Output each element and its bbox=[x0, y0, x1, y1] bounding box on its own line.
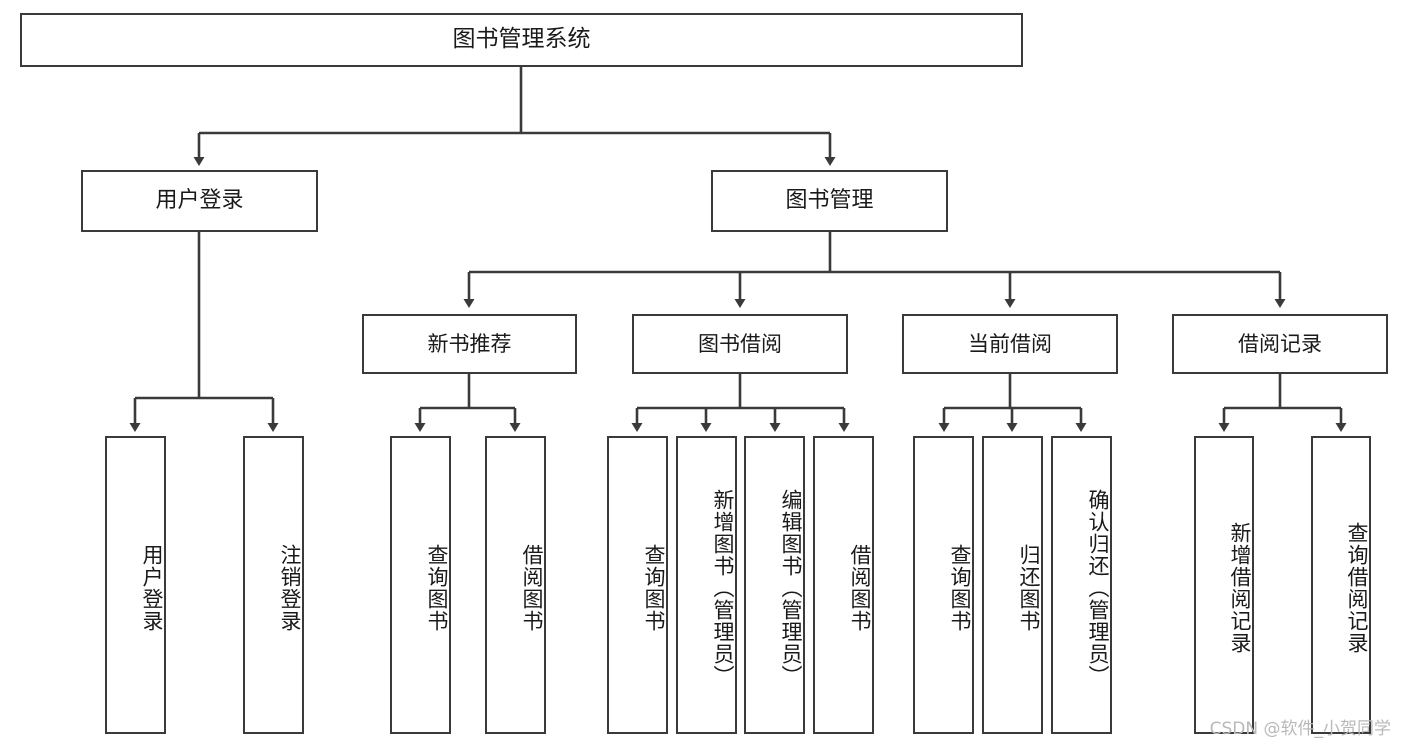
leaf-logout-label: 注销登录 bbox=[278, 544, 302, 632]
watermark: CSDN @软件_小贺同学 bbox=[1209, 719, 1391, 739]
node-book-borrow-label: 图书借阅 bbox=[698, 331, 782, 356]
node-borrow-record-label: 借阅记录 bbox=[1238, 331, 1322, 356]
leaf-user-login[interactable]: 用户登录 bbox=[105, 436, 166, 734]
node-root[interactable]: 图书管理系统 bbox=[20, 13, 1023, 67]
leaf-query-record[interactable]: 查询借阅记录 bbox=[1311, 436, 1371, 734]
leaf-return-book[interactable]: 归还图书 bbox=[982, 436, 1043, 734]
node-user-login-label: 用户登录 bbox=[155, 188, 244, 214]
leaf-add-record-label: 新增借阅记录 bbox=[1228, 522, 1252, 654]
leaf-query-book-3-label: 查询图书 bbox=[948, 544, 972, 632]
leaf-query-book-1[interactable]: 查询图书 bbox=[390, 436, 451, 734]
node-borrow-record[interactable]: 借阅记录 bbox=[1172, 314, 1388, 374]
leaf-add-book-label: 新增图书（管理员） bbox=[711, 489, 735, 687]
leaf-query-book-1-label: 查询图书 bbox=[425, 544, 449, 632]
leaf-add-book[interactable]: 新增图书（管理员） bbox=[676, 436, 737, 734]
leaf-confirm-return-label: 确认归还（管理员） bbox=[1086, 489, 1110, 687]
leaf-borrow-book-1[interactable]: 借阅图书 bbox=[485, 436, 546, 734]
leaf-add-record[interactable]: 新增借阅记录 bbox=[1194, 436, 1254, 734]
node-current-borrow[interactable]: 当前借阅 bbox=[902, 314, 1118, 374]
leaf-logout[interactable]: 注销登录 bbox=[243, 436, 304, 734]
node-user-login[interactable]: 用户登录 bbox=[81, 170, 318, 232]
leaf-borrow-book-2[interactable]: 借阅图书 bbox=[813, 436, 874, 734]
node-book-borrow[interactable]: 图书借阅 bbox=[632, 314, 848, 374]
leaf-query-book-2[interactable]: 查询图书 bbox=[607, 436, 668, 734]
leaf-edit-book-label: 编辑图书（管理员） bbox=[779, 489, 803, 687]
node-new-book-recommend-label: 新书推荐 bbox=[427, 331, 512, 356]
leaf-query-book-3[interactable]: 查询图书 bbox=[913, 436, 974, 734]
leaf-return-book-label: 归还图书 bbox=[1017, 544, 1041, 632]
leaf-borrow-book-1-label: 借阅图书 bbox=[520, 544, 544, 632]
node-book-manage-label: 图书管理 bbox=[785, 188, 874, 214]
leaf-user-login-label: 用户登录 bbox=[140, 544, 164, 632]
leaf-query-record-label: 查询借阅记录 bbox=[1345, 522, 1369, 654]
leaf-confirm-return[interactable]: 确认归还（管理员） bbox=[1051, 436, 1112, 734]
node-new-book-recommend[interactable]: 新书推荐 bbox=[362, 314, 577, 374]
node-book-manage[interactable]: 图书管理 bbox=[711, 170, 948, 232]
leaf-query-book-2-label: 查询图书 bbox=[642, 544, 666, 632]
node-root-label: 图书管理系统 bbox=[452, 26, 591, 53]
leaf-borrow-book-2-label: 借阅图书 bbox=[848, 544, 872, 632]
leaf-edit-book[interactable]: 编辑图书（管理员） bbox=[744, 436, 805, 734]
node-current-borrow-label: 当前借阅 bbox=[968, 331, 1052, 356]
